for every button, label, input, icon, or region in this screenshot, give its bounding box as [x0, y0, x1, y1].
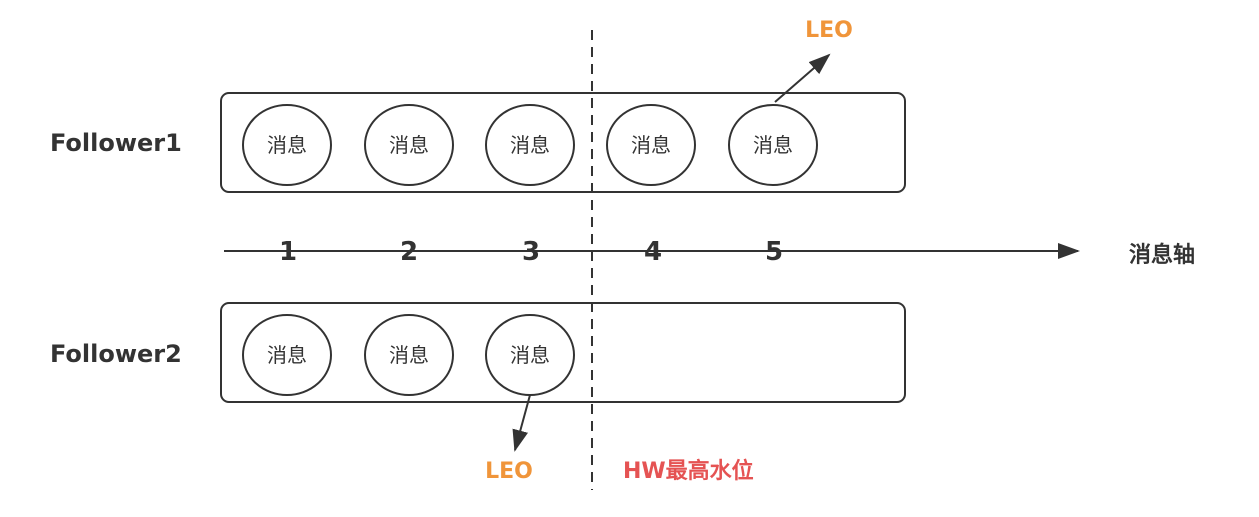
follower1-message-3: 消息 [485, 104, 575, 186]
message-label: 消息 [267, 343, 307, 367]
message-label: 消息 [753, 133, 793, 157]
follower2-message-2: 消息 [364, 314, 454, 396]
axis-tick-2: 2 [400, 237, 418, 267]
axis-tick-3: 3 [522, 237, 540, 267]
follower1-leo-label: LEO [805, 18, 853, 43]
follower1-label: Follower1 [50, 129, 182, 157]
message-label: 消息 [510, 133, 550, 157]
follower2-leo-arrow [512, 394, 531, 452]
follower1-message-2: 消息 [364, 104, 454, 186]
message-axis-label: 消息轴 [1129, 242, 1195, 268]
follower2-leo-label: LEO [485, 459, 533, 484]
follower1-leo-arrow [774, 53, 831, 103]
message-label: 消息 [631, 133, 671, 157]
follower1-log-box [220, 92, 906, 193]
follower1-message-5: 消息 [728, 104, 818, 186]
high-watermark-label: HW最高水位 [623, 458, 754, 484]
axis-tick-1: 1 [279, 237, 297, 267]
axis-tick-5: 5 [765, 237, 783, 267]
axis-tick-4: 4 [644, 237, 662, 267]
message-label: 消息 [510, 343, 550, 367]
follower2-log-box [220, 302, 906, 403]
follower2-label: Follower2 [50, 340, 182, 368]
follower1-message-1: 消息 [242, 104, 332, 186]
message-label: 消息 [389, 343, 429, 367]
follower2-message-1: 消息 [242, 314, 332, 396]
follower2-message-3: 消息 [485, 314, 575, 396]
message-label: 消息 [389, 133, 429, 157]
message-label: 消息 [267, 133, 307, 157]
follower1-message-4: 消息 [606, 104, 696, 186]
